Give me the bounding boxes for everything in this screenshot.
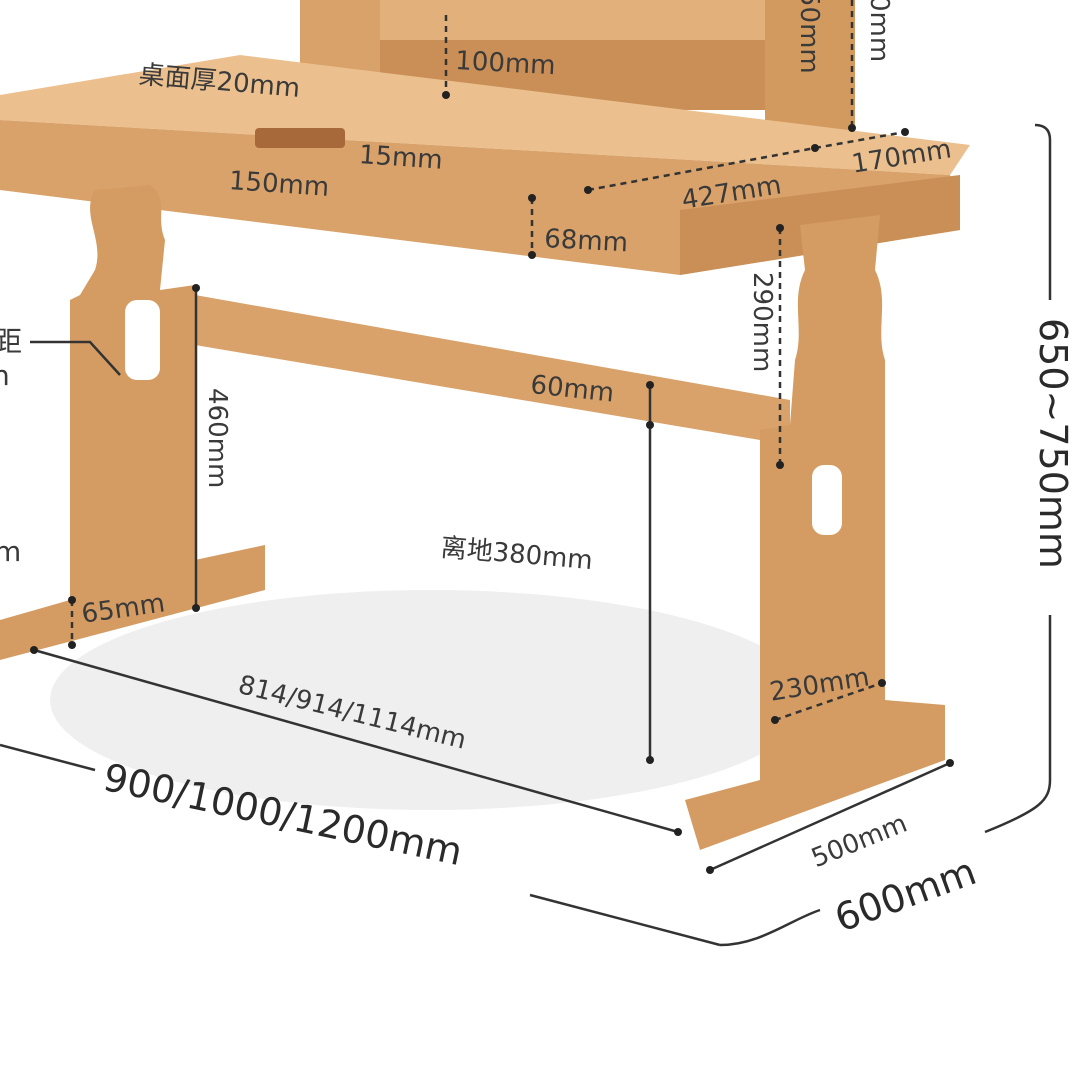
shelf-height-label: 50mm	[794, 0, 824, 74]
dimension-lines	[0, 0, 1052, 947]
hutch-shelf	[380, 0, 770, 45]
hutch-left-post	[300, 0, 380, 75]
left-note-2: n	[0, 359, 10, 392]
left-note-3: m	[0, 535, 22, 568]
dimension-endpoints	[30, 91, 954, 874]
left-leg	[0, 185, 265, 660]
handle-depth-label: 15mm	[358, 140, 444, 176]
right-leg-slot	[812, 465, 842, 535]
desk-top-surface	[0, 55, 970, 175]
right-leg	[685, 215, 945, 850]
drawer-height-label: 68mm	[543, 224, 629, 259]
shelf-height-right-label: 0mm	[864, 0, 894, 63]
left-note-1: 距	[0, 325, 23, 358]
leg-lower-label: 460mm	[202, 388, 232, 489]
leg-upper-label: 290mm	[747, 272, 777, 373]
handle-width-label: 150mm	[228, 166, 331, 203]
floor-shadow	[50, 590, 810, 810]
shelf-gap-label: 100mm	[454, 46, 557, 82]
hutch-right-post	[765, 0, 855, 140]
drawer-handle	[255, 128, 345, 148]
crossbar	[195, 295, 790, 445]
left-leg-slot	[125, 300, 160, 380]
total-height-label: 650~750mm	[1031, 318, 1074, 569]
